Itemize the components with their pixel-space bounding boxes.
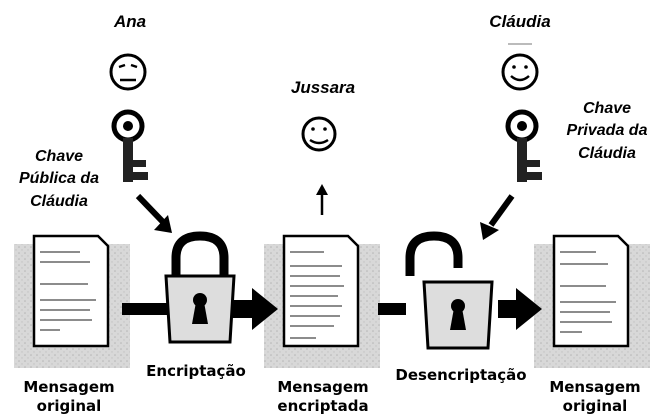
observer-name: Jussara <box>290 78 356 97</box>
private-key-icon <box>505 109 542 182</box>
arrow-to-encrypted-doc <box>232 288 278 330</box>
private-key-arrow <box>480 194 515 240</box>
claudia-face-icon <box>501 43 539 91</box>
receiver-name: Cláudia <box>489 12 551 31</box>
original-left-line-1: Mensagem <box>23 378 115 396</box>
public-key-label-line-1: Chave <box>34 148 84 165</box>
encrypted-message-label: Mensagem encriptada <box>258 378 388 416</box>
private-key-label-line-1: Chave <box>582 100 632 117</box>
open-lock-icon <box>405 231 494 350</box>
encrypted-document-icon <box>264 234 380 368</box>
arrow-to-decrypt <box>378 303 406 315</box>
public-key-arrow <box>135 193 172 233</box>
private-key-label-line-3: Cláudia <box>578 144 636 162</box>
closed-lock-icon <box>164 231 236 344</box>
original-right-line-1: Mensagem <box>549 378 641 396</box>
original-message-right-label: Mensagem original <box>530 378 660 416</box>
arrow-to-encrypt <box>122 303 168 315</box>
original-right-line-2: original <box>562 396 628 415</box>
encrypt-step-label: Encriptação <box>146 362 246 380</box>
encrypted-line-1: Mensagem <box>277 378 369 396</box>
public-key-icon <box>111 109 148 182</box>
observer-arrow <box>316 184 328 215</box>
public-key-label: Chave Pública da Cláudia <box>8 146 110 213</box>
encrypted-line-2: encriptada <box>277 396 369 415</box>
original-document-right-icon <box>534 234 650 368</box>
ana-face-icon <box>109 53 147 91</box>
private-key-label: Chave Privada da Cláudia <box>556 98 658 165</box>
arrow-to-original-doc <box>498 288 542 330</box>
private-key-label-line-2: Privada da <box>566 122 648 140</box>
public-key-label-line-3: Cláudia <box>30 192 88 210</box>
decrypt-step-label: Desencriptação <box>395 366 527 384</box>
original-document-left-icon <box>14 234 130 368</box>
public-key-label-line-2: Pública da <box>18 170 100 188</box>
sender-name: Ana <box>113 12 147 31</box>
original-message-left-label: Mensagem original <box>4 378 134 416</box>
original-left-line-2: original <box>36 396 102 415</box>
jussara-face-icon <box>301 116 337 152</box>
